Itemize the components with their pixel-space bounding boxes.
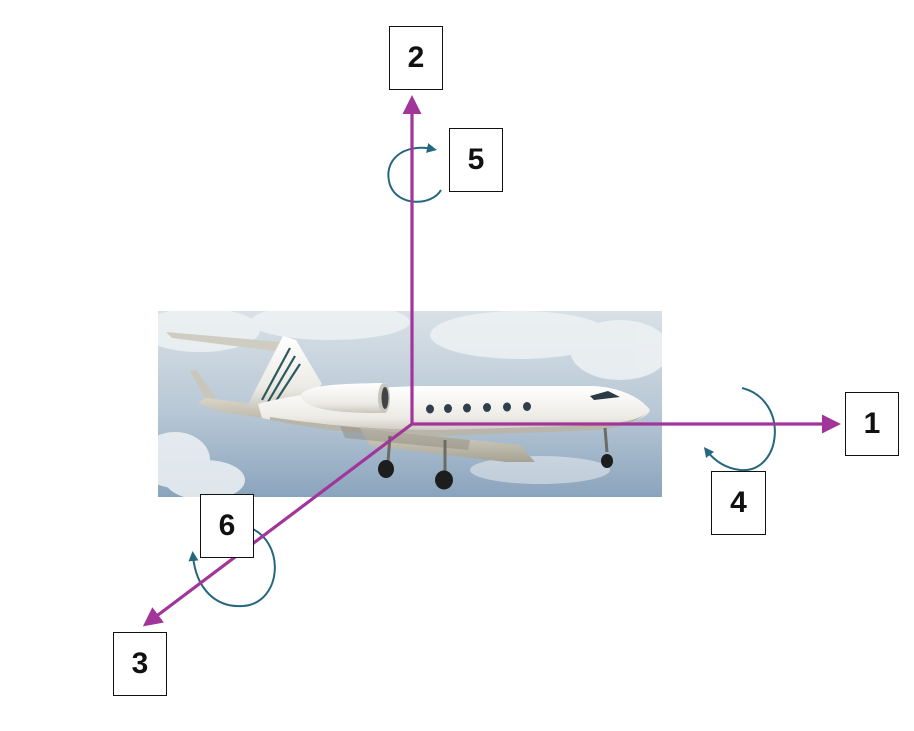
rotation-4-arrow — [703, 387, 776, 472]
cockpit-window — [590, 391, 620, 400]
axis-1-label: 1 — [845, 392, 899, 456]
rotation-4-label: 4 — [711, 471, 766, 535]
aircraft-engine — [300, 383, 390, 413]
wing-root-shadow — [340, 426, 470, 450]
axis-3-arrow — [142, 422, 413, 627]
aircraft-stabilizer — [166, 332, 282, 352]
aircraft-photo — [158, 311, 662, 497]
rotation-5-label: 5 — [449, 128, 503, 192]
aircraft-winglet — [190, 370, 216, 398]
axis-3-label: 3 — [113, 632, 167, 696]
tail-stripes — [261, 347, 301, 405]
cabin-windows — [426, 402, 531, 414]
rotation-6-label: 6 — [200, 494, 254, 558]
rotation-5-arrow — [387, 143, 442, 203]
axis-2-label: 2 — [389, 26, 443, 90]
landing-gear — [378, 427, 613, 490]
